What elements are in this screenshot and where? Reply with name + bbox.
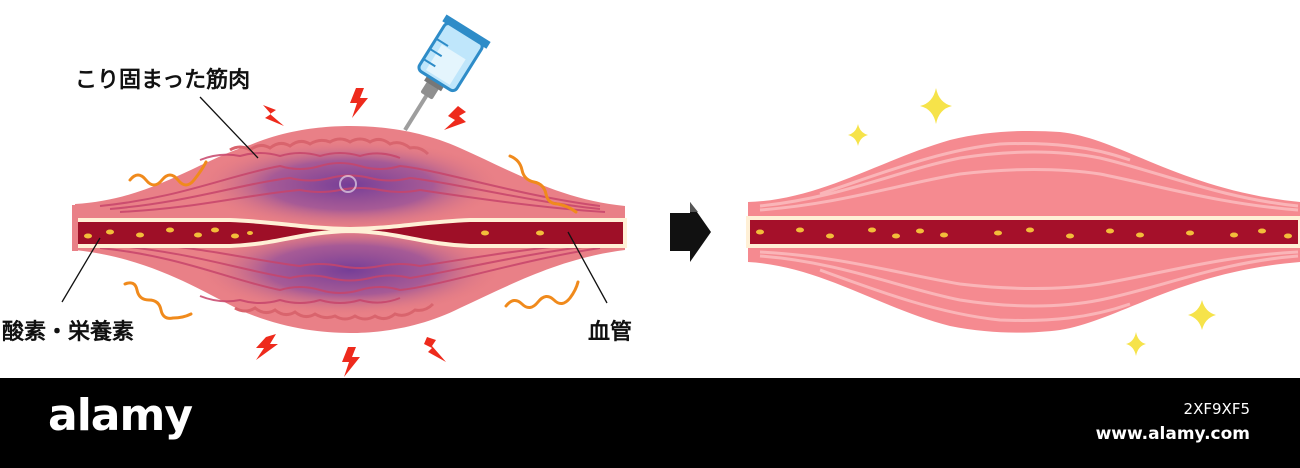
footer-bar: alamy 2XF9XF5 www.alamy.com — [0, 378, 1300, 468]
lightning-icon — [350, 88, 368, 118]
leader-lines — [61, 96, 608, 304]
brand-logo: alamy — [48, 390, 193, 441]
sparkle-icon — [1126, 332, 1146, 356]
lightning-icon — [263, 105, 284, 126]
stiff-muscle — [72, 126, 627, 333]
lightning-icon — [256, 334, 278, 360]
arrow-right-icon — [670, 202, 711, 262]
label-stiff-muscle: こり固まった筋肉 — [75, 68, 251, 93]
healthy-vessel-particles — [756, 227, 1292, 239]
tension-squiggles — [123, 154, 580, 320]
healthy-blood-vessel — [746, 216, 1300, 248]
label-oxygen-nutrients: 酸素・栄養素 — [2, 320, 135, 345]
image-id: 2XF9XF5 — [1183, 400, 1250, 418]
label-blood-vessel: 血管 — [588, 320, 633, 345]
healthy-muscle — [746, 130, 1300, 333]
muscle-diagram — [61, 14, 1300, 377]
lightning-icon — [424, 337, 446, 362]
lightning-icon — [342, 347, 360, 377]
site-url: www.alamy.com — [1095, 424, 1250, 444]
stiff-vessel-particles — [84, 227, 544, 239]
lightning-icon — [444, 106, 466, 130]
sparkle-icon — [920, 88, 952, 124]
sparkle-icon — [1188, 300, 1216, 330]
stiff-blood-vessel — [73, 218, 627, 248]
sparkle-icon — [848, 124, 868, 146]
syringe-icon — [403, 14, 491, 132]
